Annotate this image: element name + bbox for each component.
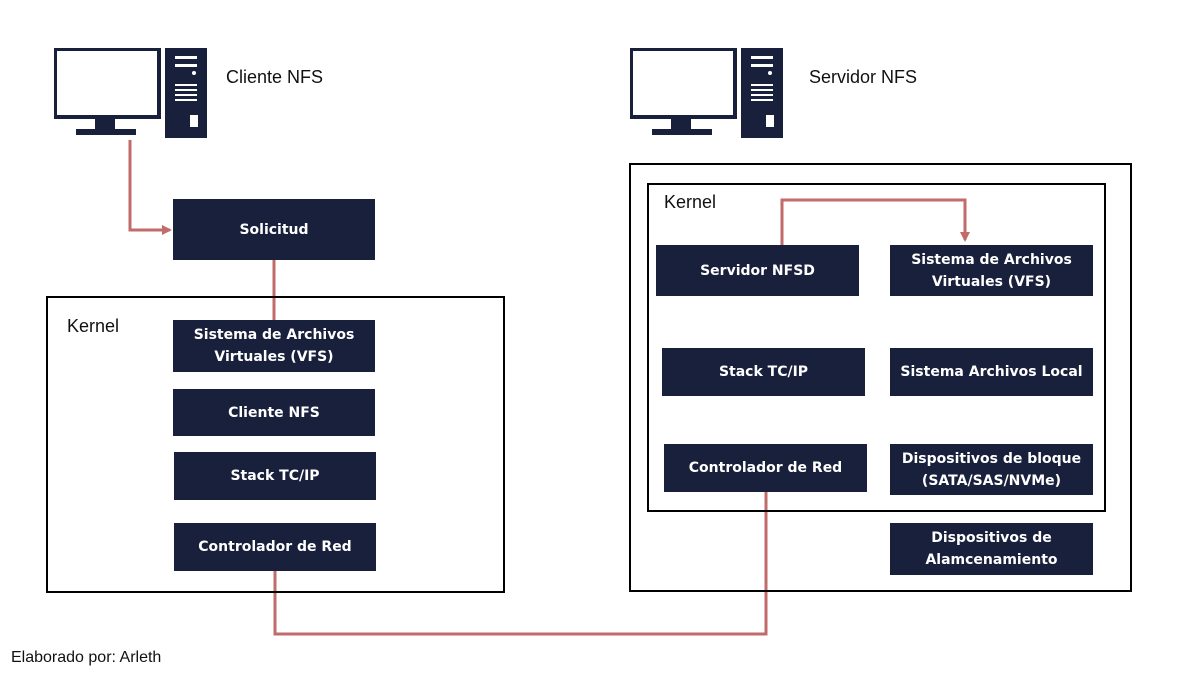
server-tcpip-box: Stack TC/IP xyxy=(662,348,865,396)
server-tower-icon xyxy=(741,48,783,138)
client-computer xyxy=(53,47,209,140)
client-kernel-label: Kernel xyxy=(67,316,120,336)
client-to-request-arrow xyxy=(128,140,172,235)
server-kernel-label: Kernel xyxy=(664,192,717,212)
server-net-controller-box: Controlador de Red xyxy=(664,444,867,492)
credit-text: Elaborado por: Arleth xyxy=(11,649,162,666)
monitor-icon xyxy=(629,47,737,135)
monitor-icon xyxy=(53,47,161,135)
server-storage-box: Dispositivos de Alamcenamiento xyxy=(890,523,1093,575)
network-link-line xyxy=(273,492,768,636)
client-nfs-box: Cliente NFS xyxy=(173,389,375,436)
nfsd-to-vfs-arrow xyxy=(780,198,970,246)
client-net-controller-box: Controlador de Red xyxy=(174,523,376,571)
client-title: Cliente NFS xyxy=(226,67,324,87)
server-vfs-box: Sistema de Archivos Virtuales (VFS) xyxy=(890,245,1093,296)
server-computer xyxy=(629,47,785,140)
client-vfs-box: Sistema de Archivos Virtuales (VFS) xyxy=(173,320,375,372)
server-outer-frame xyxy=(629,163,1132,592)
server-title: Servidor NFS xyxy=(809,67,918,87)
client-tcpip-box: Stack TC/IP xyxy=(174,452,376,500)
request-box: Solicitud xyxy=(173,199,375,260)
server-local-fs-box: Sistema Archivos Local xyxy=(890,348,1093,396)
client-kernel-frame xyxy=(46,296,505,593)
server-kernel-frame xyxy=(647,183,1106,512)
server-block-devices-box: Dispositivos de bloque (SATA/SAS/NVMe) xyxy=(890,444,1093,495)
server-tower-icon xyxy=(165,48,207,138)
server-nfsd-box: Servidor NFSD xyxy=(656,245,859,296)
